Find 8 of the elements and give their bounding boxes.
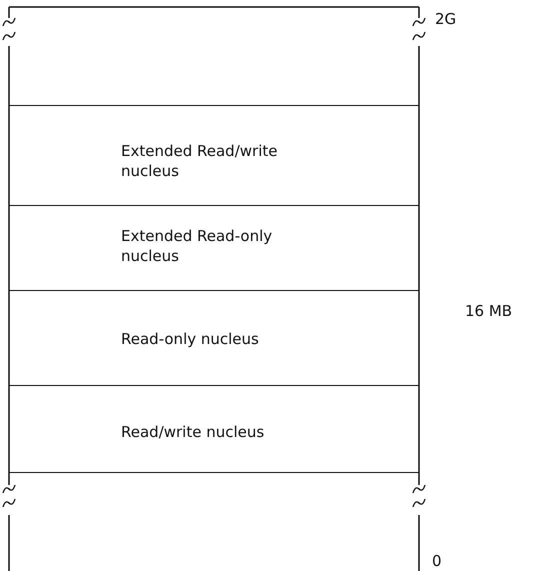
- memory-region-band: [9, 385, 419, 473]
- region-label: Read/write nucleus: [121, 422, 266, 442]
- address-label: 0: [432, 552, 442, 570]
- address-label: 2G: [435, 10, 456, 28]
- region-label: Read-only nucleus: [121, 329, 260, 349]
- region-label: Extended Read-only nucleus: [121, 226, 274, 266]
- region-label: Extended Read/write nucleus: [121, 141, 278, 181]
- address-label: 16 MB: [465, 302, 512, 320]
